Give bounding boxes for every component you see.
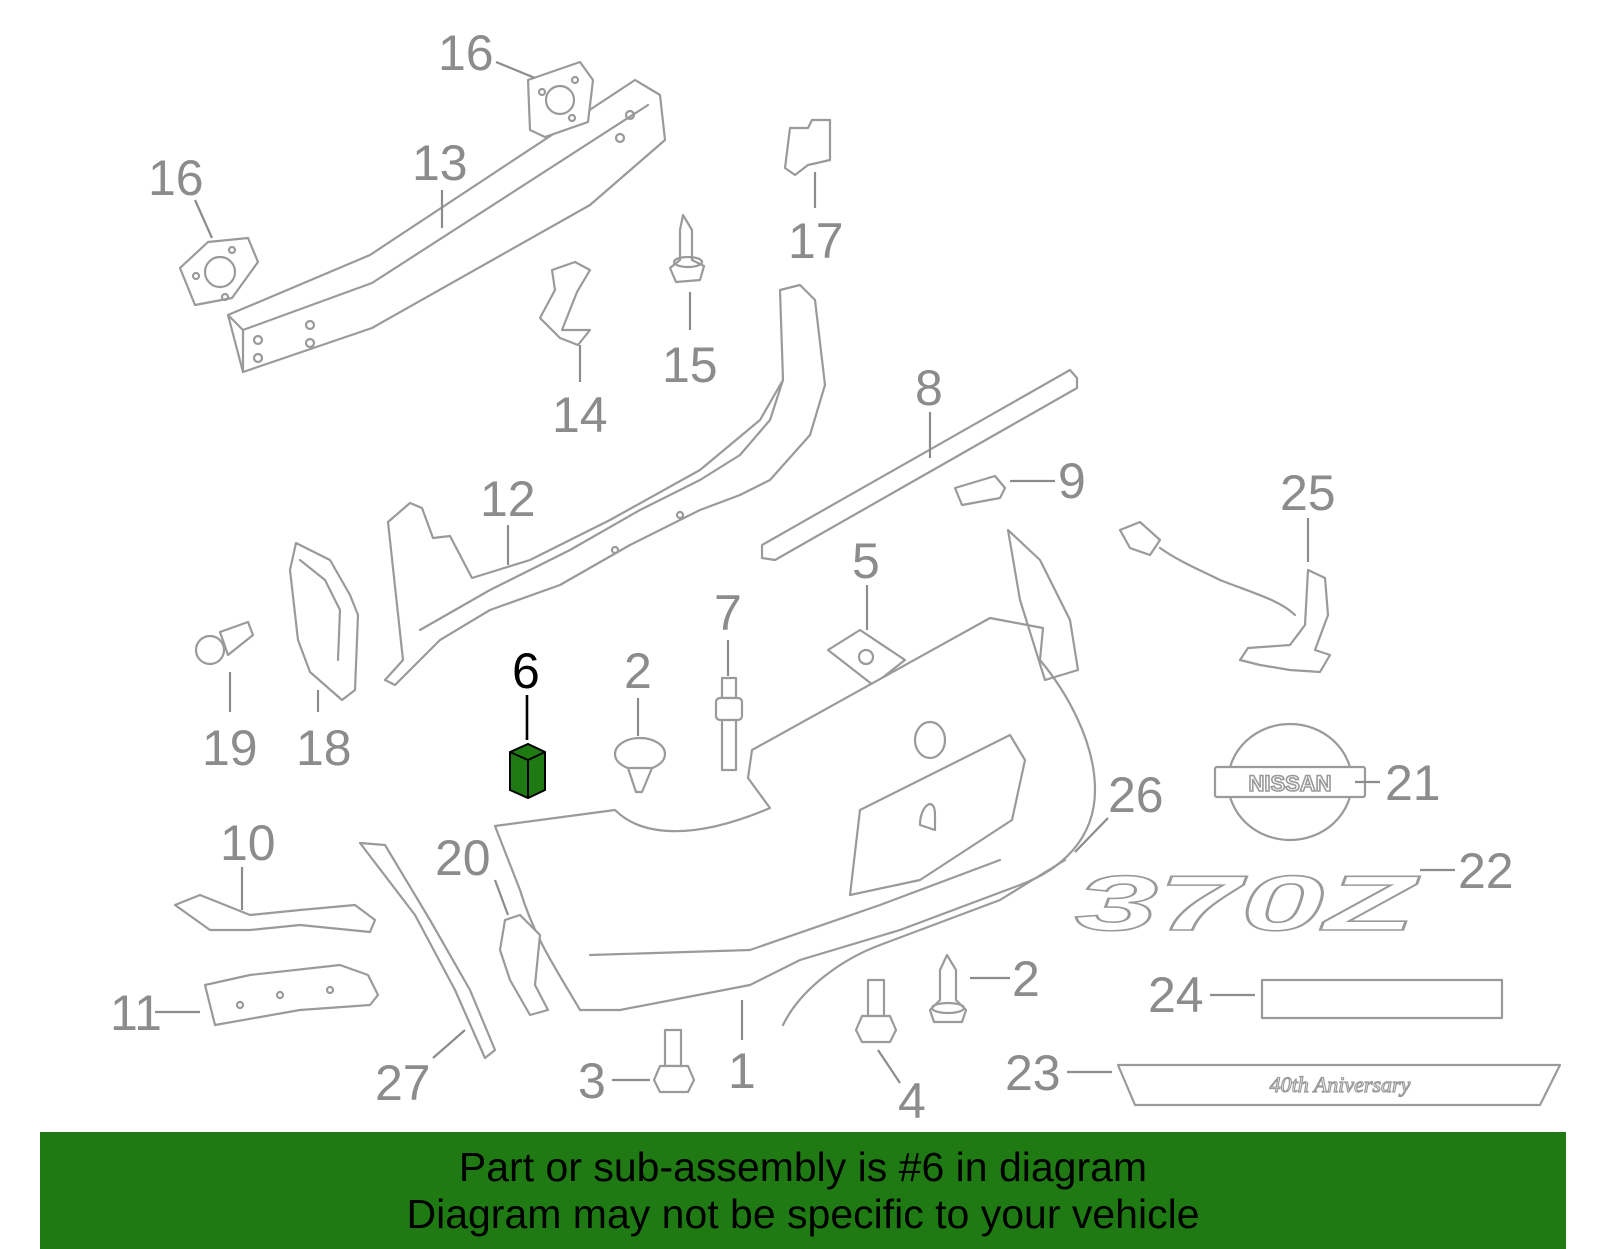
info-line-disclaimer: Diagram may not be specific to your vehi… bbox=[406, 1190, 1200, 1237]
part-26-molding bbox=[781, 858, 1067, 1027]
part-12-energy-absorber bbox=[383, 283, 827, 687]
part-9-pad bbox=[953, 474, 1007, 507]
part-13-bumper-reinforcement bbox=[226, 78, 667, 374]
part-21-emblem: NISSAN bbox=[1213, 722, 1367, 842]
part-3-bolt bbox=[652, 1028, 696, 1094]
callout-17: 17 bbox=[788, 213, 844, 269]
callout-2-upper: 2 bbox=[624, 643, 652, 699]
callout-numbers: 16 16 13 17 14 15 8 9 12 25 5 7 2 6 19 1… bbox=[110, 25, 1514, 1129]
callout-12: 12 bbox=[480, 471, 536, 527]
part-20-bracket bbox=[498, 913, 550, 1017]
callout-26: 26 bbox=[1108, 767, 1164, 823]
part-2-clip-upper bbox=[613, 736, 667, 794]
callout-4: 4 bbox=[898, 1073, 926, 1129]
part-18-side-bracket bbox=[288, 541, 360, 702]
callout-10: 10 bbox=[220, 815, 276, 871]
info-banner: Part or sub-assembly is #6 in diagram Di… bbox=[40, 1132, 1566, 1249]
part-15-clip bbox=[668, 213, 706, 284]
leader-lines bbox=[155, 60, 1455, 1084]
part-10-bracket bbox=[173, 893, 377, 934]
anniversary-badge-text: 40th Aniversary bbox=[1270, 1072, 1411, 1097]
callout-9: 9 bbox=[1058, 453, 1086, 509]
callout-16-upper: 16 bbox=[438, 25, 494, 81]
part-1-bumper-cover bbox=[493, 528, 1097, 1012]
part-25-harness bbox=[1118, 520, 1332, 674]
part-24-plate bbox=[1260, 978, 1504, 1020]
part-23-anniversary-badge: 40th Aniversary bbox=[1116, 1063, 1562, 1107]
callout-20: 20 bbox=[435, 830, 491, 886]
callout-18: 18 bbox=[296, 720, 352, 776]
part-19-clip bbox=[194, 620, 255, 666]
callout-8: 8 bbox=[915, 360, 943, 416]
part-6-highlighted bbox=[509, 742, 546, 800]
part-14-bracket bbox=[538, 260, 592, 347]
part-17-bracket bbox=[783, 118, 832, 177]
part-2-clip-lower bbox=[928, 953, 968, 1024]
callout-5: 5 bbox=[852, 533, 880, 589]
callout-15: 15 bbox=[662, 337, 718, 393]
part-8-strip bbox=[760, 368, 1079, 562]
callout-21: 21 bbox=[1385, 755, 1441, 811]
part-7-retainer bbox=[714, 676, 744, 772]
callout-2-lower: 2 bbox=[1012, 951, 1040, 1007]
callout-16-lower: 16 bbox=[148, 150, 204, 206]
callout-27: 27 bbox=[375, 1055, 431, 1111]
part-4-bolt bbox=[854, 978, 898, 1044]
callout-23: 23 bbox=[1005, 1045, 1061, 1101]
callout-13: 13 bbox=[412, 135, 468, 191]
callout-25: 25 bbox=[1280, 465, 1336, 521]
part-22-model-badge: 370Z bbox=[1074, 858, 1422, 948]
part-11-bracket bbox=[203, 963, 380, 1027]
callout-1: 1 bbox=[728, 1043, 756, 1099]
callout-6-highlighted: 6 bbox=[512, 643, 540, 699]
emblem-text: NISSAN bbox=[1248, 771, 1331, 796]
callout-24: 24 bbox=[1148, 967, 1204, 1023]
part-16-bracket-upper bbox=[526, 60, 595, 139]
part-27-molding bbox=[358, 841, 497, 1060]
part-16-bracket-lower bbox=[178, 236, 260, 307]
callout-14: 14 bbox=[552, 387, 608, 443]
model-badge-text: 370Z bbox=[1075, 859, 1421, 947]
callout-3: 3 bbox=[578, 1053, 606, 1109]
info-line-part: Part or sub-assembly is #6 in diagram bbox=[458, 1143, 1148, 1190]
callout-11: 11 bbox=[110, 985, 162, 1041]
callout-19: 19 bbox=[202, 720, 258, 776]
callout-22: 22 bbox=[1458, 843, 1514, 899]
callout-7: 7 bbox=[714, 585, 742, 641]
part-5-clip-nut bbox=[826, 628, 907, 687]
